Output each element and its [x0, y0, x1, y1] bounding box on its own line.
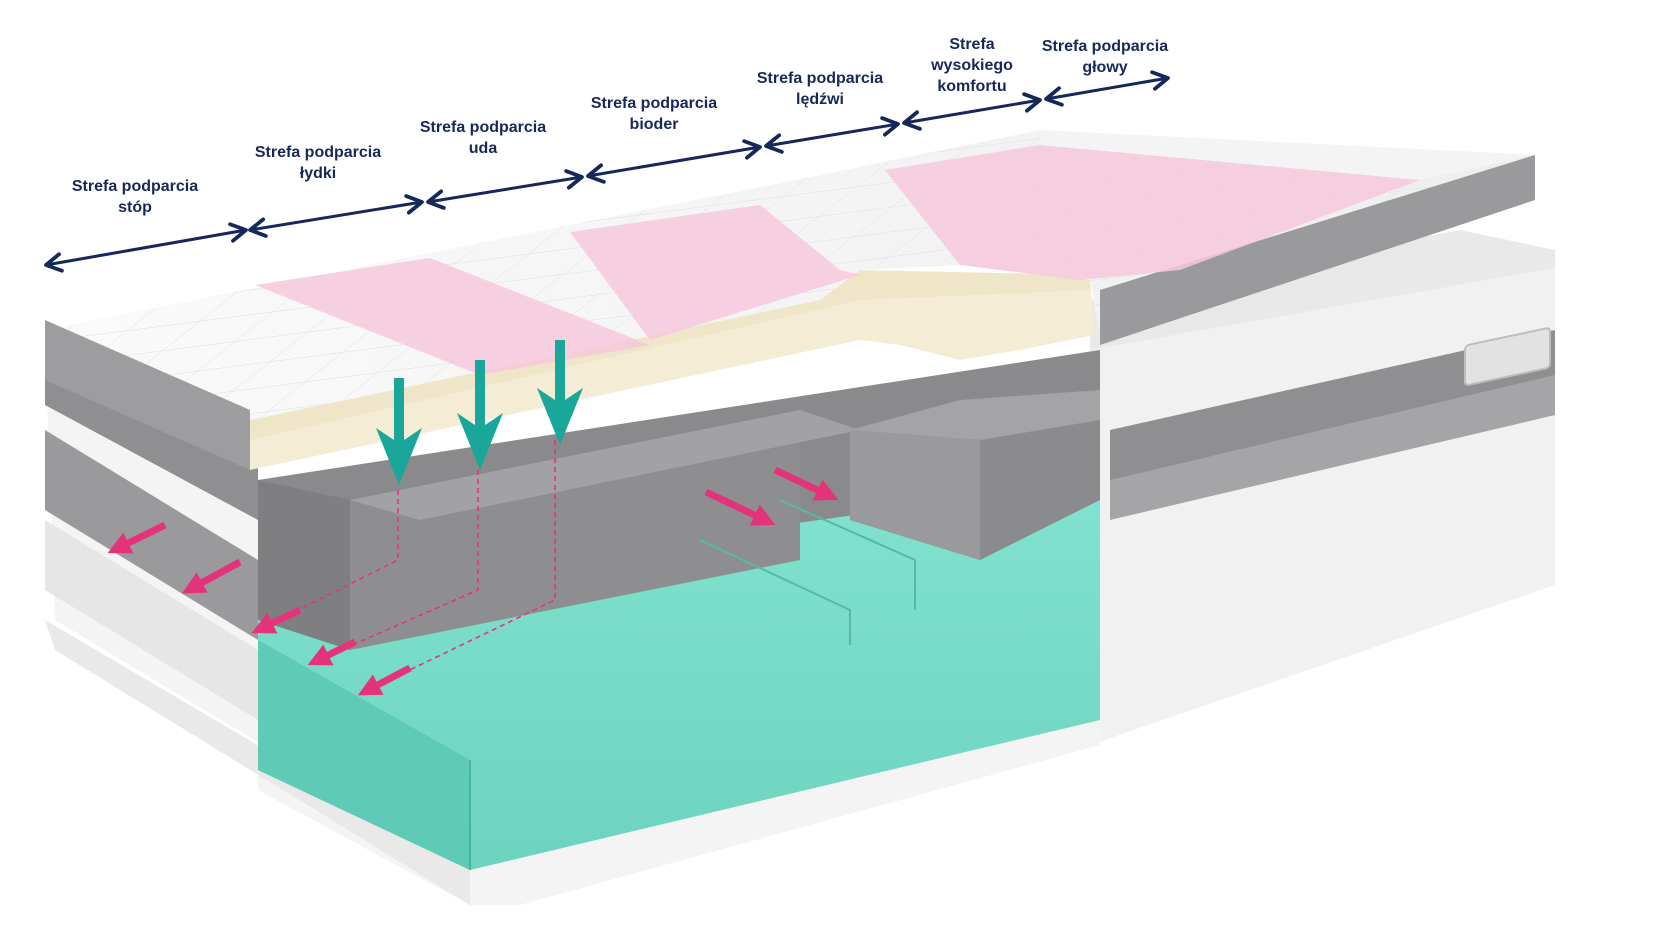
dimension-arrow-icon — [1044, 70, 1170, 107]
zone-label-lydki: Strefa podparcia łydki — [255, 142, 381, 184]
zone-label-komfortu: Strefa wysokiego komfortu — [931, 34, 1013, 97]
zone-dimension-arrows — [44, 70, 1170, 273]
dimension-arrow-icon — [586, 139, 762, 184]
zone-label-glowy: Strefa podparcia głowy — [1042, 36, 1168, 78]
handle — [1464, 327, 1551, 386]
pressure-arrow-icon — [457, 360, 503, 470]
spread-arrows — [107, 466, 839, 696]
mattress-right-section — [1090, 230, 1555, 745]
zone-label-line: Strefa podparcia — [71, 178, 199, 195]
pink-zone-calf — [255, 258, 650, 375]
zone-label-line: głowy — [1082, 59, 1128, 76]
dimension-arrow-icon — [764, 116, 900, 154]
pink-zone-comfort — [885, 145, 1420, 280]
pressure-arrow-icon — [537, 340, 583, 445]
dimension-arrow-icon — [426, 169, 584, 210]
dimension-arrow-icon — [248, 194, 424, 238]
zone-label-line: komfortu — [937, 78, 1007, 95]
zone-label-line: uda — [468, 140, 498, 157]
mattress-core-cutout — [258, 350, 1100, 870]
zone-label-line: stóp — [118, 199, 152, 216]
dimension-arrow-icon — [44, 222, 248, 273]
zone-label-stop: Strefa podparcia stóp — [72, 176, 198, 218]
spread-arrow-icon — [251, 606, 302, 634]
zone-label-line: Strefa podparcia — [254, 144, 382, 161]
zone-label-line: Strefa podparcia — [1041, 38, 1169, 55]
zone-label-line: Strefa podparcia — [590, 95, 718, 112]
quilted-top-cover — [45, 130, 1535, 470]
zone-label-line: Strefa podparcia — [756, 70, 884, 87]
zone-label-ledzwi: Strefa podparcia lędźwi — [757, 68, 883, 110]
zone-label-line: łydki — [299, 165, 337, 182]
pressure-flow-paths — [261, 440, 556, 691]
zone-label-uda: Strefa podparcia uda — [420, 117, 546, 159]
zone-label-line: Strefa podparcia — [419, 119, 547, 136]
spread-arrow-icon — [181, 558, 242, 594]
pink-zone-hip — [570, 205, 860, 340]
pressure-arrows — [376, 340, 583, 485]
zone-label-line: wysokiego — [931, 57, 1013, 74]
zone-label-bioder: Strefa podparcia bioder — [591, 93, 717, 135]
spread-arrow-icon — [307, 638, 357, 666]
pressure-arrow-icon — [376, 378, 422, 485]
spread-arrow-icon — [704, 488, 776, 526]
dimension-arrow-icon — [902, 92, 1042, 131]
zone-label-line: bioder — [629, 116, 679, 133]
zone-label-line: lędźwi — [795, 91, 845, 108]
zone-label-line: Strefa — [949, 36, 995, 53]
spread-arrow-icon — [773, 466, 839, 501]
spread-arrow-icon — [107, 521, 167, 554]
spread-arrow-icon — [357, 664, 412, 696]
